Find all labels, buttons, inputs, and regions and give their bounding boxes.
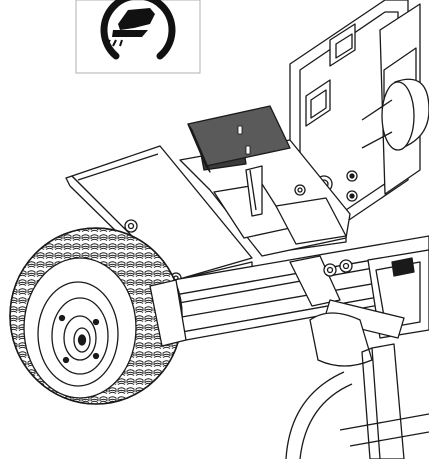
chassis-rails xyxy=(149,235,429,341)
center-chassis-plate xyxy=(179,139,351,257)
lower-mechanism xyxy=(285,249,429,459)
front-axle xyxy=(149,279,187,347)
brake-pedal-highlighted xyxy=(187,105,291,173)
pedal-symbol-box xyxy=(75,0,201,74)
front-wheel xyxy=(9,227,183,405)
foot-pedal-brake-symbol-icon xyxy=(100,0,176,60)
